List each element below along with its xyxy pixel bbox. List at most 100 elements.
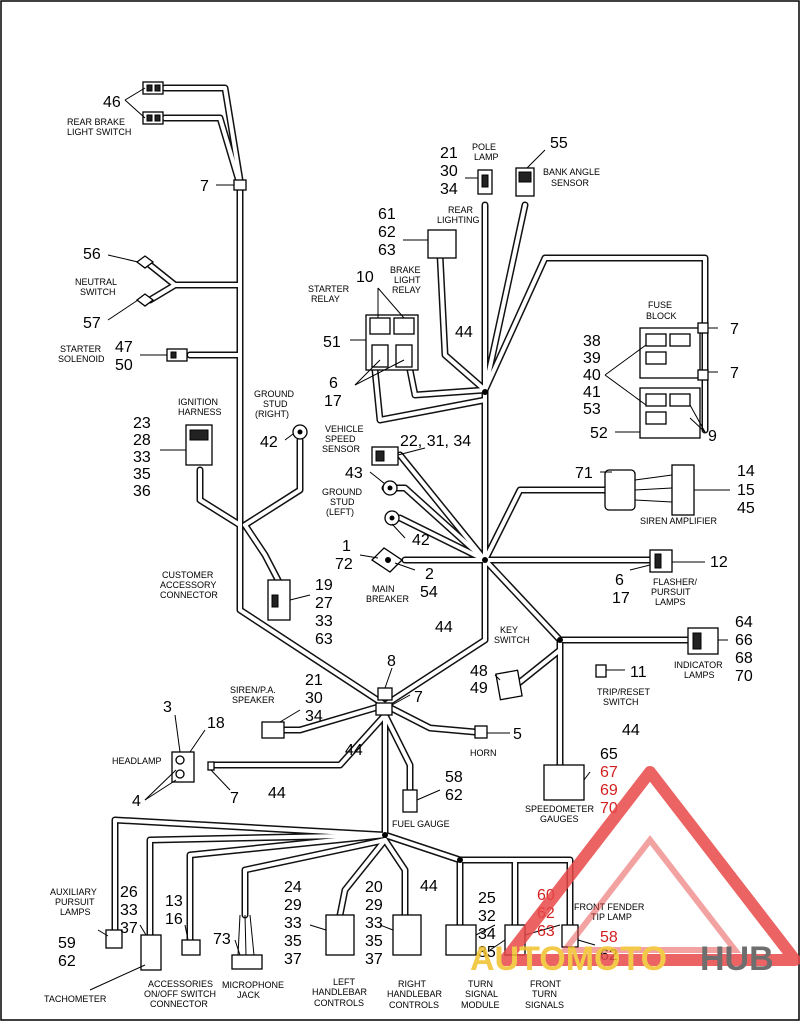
callout-21-pole: 21 — [440, 145, 458, 162]
siren-speaker-connector — [261, 721, 285, 739]
callout-5: 5 — [513, 726, 522, 743]
callout-35-left: 35 — [284, 933, 302, 950]
ignition-harness-connector — [185, 424, 213, 466]
rear-lighting-connector — [427, 229, 457, 259]
callout-62-rear: 62 — [378, 224, 396, 241]
callout-7-fuse2: 7 — [730, 365, 739, 382]
vehicle-speed-sensor-connector — [371, 446, 399, 466]
callout-9: 9 — [708, 428, 717, 445]
callout-33-left: 33 — [284, 915, 302, 932]
callout-44-trip: 44 — [622, 722, 640, 739]
label-starter-relay-2: RELAY — [311, 294, 340, 304]
callout-37-right: 37 — [365, 951, 383, 968]
label-siren-speaker-2: SPEAKER — [232, 695, 275, 705]
callout-34-pole: 34 — [440, 181, 458, 198]
label-rear-lighting-2: LIGHTING — [437, 215, 480, 225]
label-customer-acc-3: CONNECTOR — [160, 590, 218, 600]
label-acc-switch-3: CONNECTOR — [150, 999, 208, 1009]
label-vss-1: VEHICLE — [325, 424, 364, 434]
label-customer-acc-2: ACCESSORY — [160, 580, 216, 590]
label-right-hb-1: RIGHT — [398, 979, 427, 989]
label-vss-3: SENSOR — [322, 444, 361, 454]
label-mic-1: MICROPHONE — [222, 980, 284, 990]
callout-28: 28 — [133, 432, 151, 449]
callout-15: 15 — [737, 482, 755, 499]
rear-brake-switch-connectors — [142, 81, 247, 191]
trip-reset-switch — [595, 664, 607, 678]
callout-44-low: 44 — [420, 878, 438, 895]
starter-solenoid-connector — [166, 348, 188, 362]
watermark-inner-triangle — [558, 835, 742, 953]
callout-30-pole: 30 — [440, 163, 458, 180]
callout-44-top: 44 — [455, 324, 473, 341]
label-aux-3: LAMPS — [60, 907, 91, 917]
callout-52: 52 — [590, 425, 608, 442]
callout-22-31-34: 22, 31, 34 — [400, 433, 471, 450]
label-trip-1: TRIP/RESET — [597, 687, 651, 697]
label-flasher-1: FLASHER/ — [653, 577, 698, 587]
label-turn-module-2: SIGNAL — [465, 989, 498, 999]
callout-16: 16 — [165, 911, 183, 928]
callout-33-tach: 33 — [120, 902, 138, 919]
right-handlebar-connector — [392, 914, 422, 956]
callout-58-tip: 58 — [600, 929, 618, 946]
callout-13: 13 — [165, 893, 183, 910]
callout-12: 12 — [710, 554, 728, 571]
label-fuse-1: FUSE — [648, 300, 672, 310]
label-key-switch-2: SWITCH — [494, 635, 530, 645]
callout-27: 27 — [315, 595, 333, 612]
callout-24: 24 — [284, 879, 302, 896]
key-switch — [495, 669, 523, 701]
label-front-turn-3: SIGNALS — [525, 1000, 564, 1010]
callout-20: 20 — [365, 879, 383, 896]
main-breaker — [370, 547, 404, 573]
label-rear-brake-1: REAR BRAKE — [67, 117, 125, 127]
callout-64: 64 — [735, 614, 753, 631]
callout-2: 2 — [425, 566, 434, 583]
label-brake-relay-3: RELAY — [392, 285, 421, 295]
callout-48: 48 — [470, 663, 488, 680]
callout-59: 59 — [58, 935, 76, 952]
horn-connector — [474, 725, 488, 739]
label-vss-2: SPEED — [325, 434, 356, 444]
label-front-turn-1: FRONT — [530, 979, 561, 989]
callout-36: 36 — [133, 483, 151, 500]
turn-signal-module — [445, 924, 477, 956]
callout-3: 3 — [163, 699, 172, 716]
callout-55: 55 — [550, 135, 568, 152]
callout-29-right: 29 — [365, 897, 383, 914]
label-customer-acc-1: CUSTOMER — [162, 570, 214, 580]
callout-23: 23 — [133, 415, 151, 432]
label-flasher-3: LAMPS — [655, 597, 686, 607]
label-pole-lamp-1: POLE — [472, 142, 496, 152]
callout-51: 51 — [323, 334, 341, 351]
callout-68: 68 — [735, 650, 753, 667]
label-indicator-1: INDICATOR — [674, 660, 723, 670]
label-ground-left-2: STUD — [330, 497, 355, 507]
callout-58-fuel: 58 — [445, 769, 463, 786]
callout-17-flasher: 17 — [612, 590, 630, 607]
label-tachometer: TACHOMETER — [44, 994, 107, 1004]
label-bank-angle-2: SENSOR — [551, 178, 590, 188]
label-right-hb-3: CONTROLS — [389, 1000, 439, 1010]
callout-33-right: 33 — [365, 915, 383, 932]
label-left-hb-1: LEFT — [333, 977, 356, 987]
callout-25: 25 — [478, 890, 496, 907]
pole-lamp-connector — [477, 169, 493, 195]
label-ground-right-3: (RIGHT) — [255, 409, 289, 419]
label-aux-2: PURSUIT — [55, 897, 95, 907]
label-right-hb-2: HANDLEBAR — [387, 989, 443, 999]
callout-57: 57 — [83, 315, 101, 332]
callout-18: 18 — [207, 715, 225, 732]
callout-35-turn: 35 — [478, 944, 496, 961]
label-starter-sol-1: STARTER — [60, 344, 102, 354]
callout-37-tach: 37 — [120, 920, 138, 937]
callout-17: 17 — [324, 393, 342, 410]
label-pole-lamp-2: LAMP — [474, 152, 499, 162]
callout-45: 45 — [737, 500, 755, 517]
callout-37-left: 37 — [284, 951, 302, 968]
watermark-text-right: HUB — [700, 940, 774, 978]
callout-49: 49 — [470, 680, 488, 697]
callout-26: 26 — [120, 884, 138, 901]
